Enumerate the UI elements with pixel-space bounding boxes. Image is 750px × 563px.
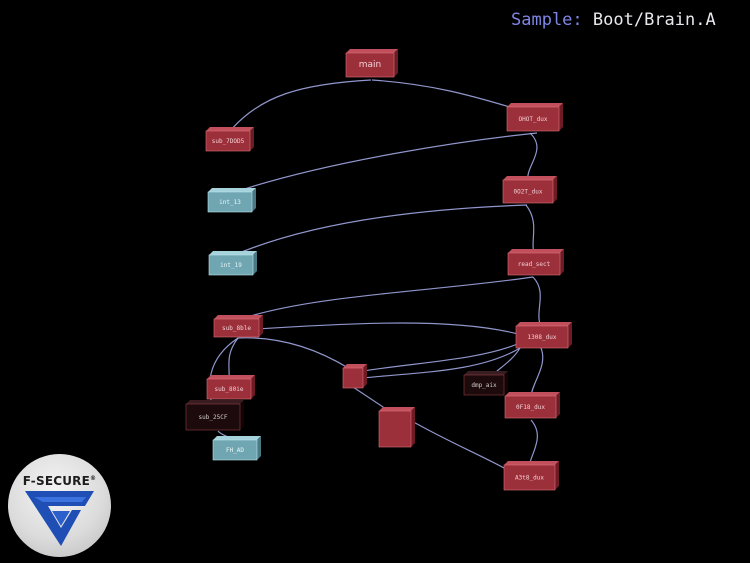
call-edge-13 xyxy=(362,347,521,379)
call-edge-7 xyxy=(532,276,542,328)
node-label-n3: 0O2T_dux xyxy=(514,189,543,196)
call-edge-16 xyxy=(530,347,544,398)
node-label-n14: dmp_aix xyxy=(471,382,497,389)
call-graph-edges xyxy=(209,79,544,469)
graph-node-n10[interactable]: sub_25CF xyxy=(185,400,244,431)
call-edge-10 xyxy=(237,337,351,370)
sample-label: Sample: xyxy=(511,10,583,30)
graph-node-n13[interactable] xyxy=(378,407,415,448)
call-edge-0 xyxy=(229,79,372,132)
call-edge-2 xyxy=(231,132,538,194)
graph-node-n2[interactable]: OHOT_dux xyxy=(506,103,563,132)
graph-node-n7[interactable]: sub_8ble xyxy=(213,315,263,338)
call-edge-1 xyxy=(371,79,514,109)
graph-node-main[interactable]: main xyxy=(345,49,398,78)
graph-node-n15[interactable]: 0F18_dux xyxy=(504,392,560,419)
node-label-main: main xyxy=(359,60,382,70)
call-edge-4 xyxy=(231,204,528,257)
call-graph-nodes: main sub_7DOD5 OHOT_dux 0O2T_dux int_13 int_1… xyxy=(185,49,572,491)
node-label-n15: 0F18_dux xyxy=(516,404,545,411)
call-edge-3 xyxy=(527,132,538,182)
node-label-n16: A3t8_dux xyxy=(515,475,544,482)
registered-mark: ® xyxy=(90,475,97,482)
node-label-n2: OHOT_dux xyxy=(519,116,548,123)
call-edge-5 xyxy=(525,204,535,255)
graph-node-n11[interactable]: FH_AD xyxy=(212,436,261,461)
call-edge-14 xyxy=(355,342,521,373)
call-edge-17 xyxy=(528,419,538,467)
graph-node-n9[interactable]: sub_80ie xyxy=(206,375,255,400)
graph-node-n4[interactable]: int_13 xyxy=(207,188,256,213)
graph-node-n14[interactable]: dmp_aix xyxy=(463,371,508,396)
node-label-n8: 1308_dux xyxy=(528,334,557,341)
sample-caption: Sample: Boot/Brain.A xyxy=(511,10,716,30)
graph-node-n12[interactable] xyxy=(342,364,367,389)
node-label-n4: int_13 xyxy=(219,199,241,206)
node-label-n5: int_19 xyxy=(220,262,242,269)
graph-node-n16[interactable]: A3t8_dux xyxy=(503,461,559,491)
call-edge-9 xyxy=(209,337,239,406)
call-edge-18 xyxy=(409,419,505,469)
node-label-n7: sub_8ble xyxy=(222,325,251,332)
node-label-n6: read_sect xyxy=(518,261,551,268)
f-secure-logo: F-SECURE® xyxy=(8,454,111,557)
node-label-n11: FH_AD xyxy=(226,447,244,454)
graph-node-n8[interactable]: 1308_dux xyxy=(515,322,572,349)
logo-wordmark: F-SECURE xyxy=(22,474,91,488)
node-label-n9: sub_80ie xyxy=(215,386,244,393)
graph-node-n5[interactable]: int_19 xyxy=(208,251,257,276)
sample-name: Boot/Brain.A xyxy=(592,10,716,30)
node-label-n1: sub_7DOD5 xyxy=(212,138,245,145)
graph-node-n6[interactable]: read_sect xyxy=(507,249,564,276)
call-edge-6 xyxy=(237,276,534,321)
call-edge-11 xyxy=(241,322,519,335)
node-label-n10: sub_25CF xyxy=(199,414,228,421)
graph-node-n1[interactable]: sub_7DOD5 xyxy=(205,127,254,152)
f-secure-emblem-icon xyxy=(25,491,94,546)
graph-node-n3[interactable]: 0O2T_dux xyxy=(502,176,557,204)
